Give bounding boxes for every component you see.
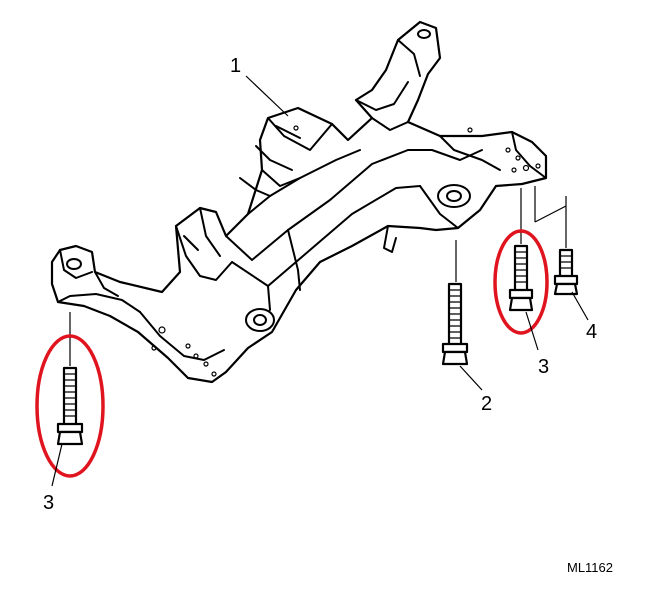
label-bolt-left: 3 <box>43 492 54 514</box>
front-subframe <box>50 20 548 384</box>
highlight-ellipse-right <box>493 229 549 335</box>
leader-lines <box>51 75 589 487</box>
label-subframe: 1 <box>230 55 241 77</box>
bolt-small <box>534 186 579 296</box>
bolt-left <box>56 312 84 446</box>
label-bolt-center: 2 <box>481 393 492 415</box>
bolt-center <box>441 240 469 366</box>
bolt-right <box>508 188 534 312</box>
reference-code: ML1162 <box>567 560 613 575</box>
label-bolt-small: 4 <box>586 321 597 343</box>
highlight-ellipse-left <box>35 334 105 478</box>
label-bolt-right: 3 <box>538 356 549 378</box>
